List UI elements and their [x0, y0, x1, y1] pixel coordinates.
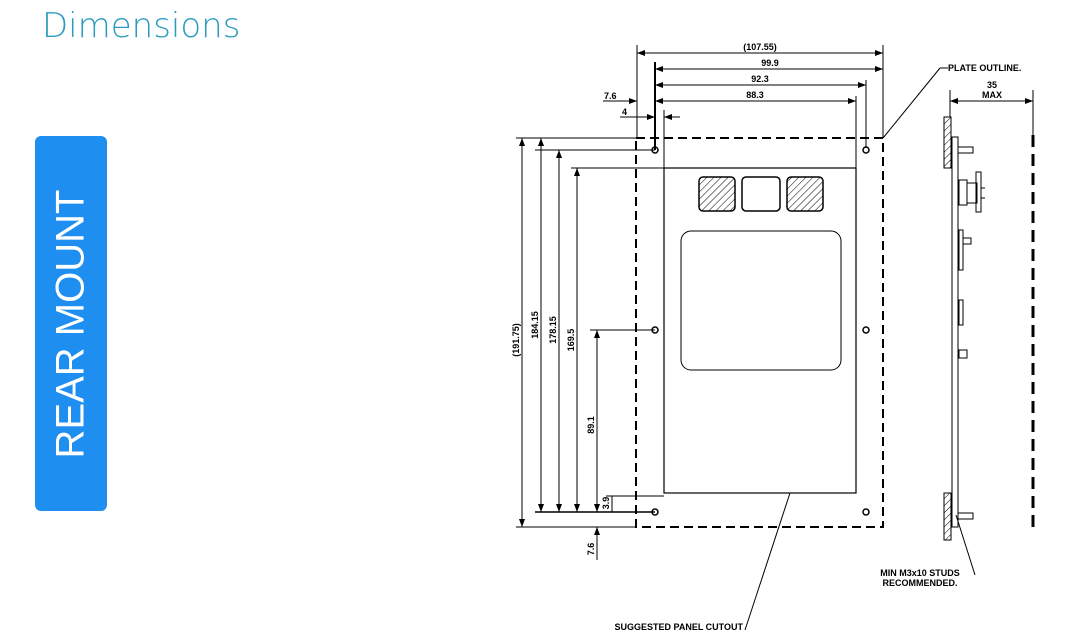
- dim-178-15: 178.15: [548, 316, 558, 344]
- key-left: [698, 176, 736, 212]
- dim-88-3: 88.3: [746, 90, 764, 100]
- side-board: [951, 136, 959, 528]
- dim-7-6-bottom: 7.6: [586, 543, 596, 556]
- note-panel-cutout: SUGGESTED PANEL CUTOUT: [614, 622, 743, 632]
- note-studs-1: MIN M3x10 STUDS: [880, 568, 960, 578]
- side-plate-top: [943, 116, 952, 169]
- dim-3-9: 3.9: [601, 497, 611, 510]
- note-studs-2: RECOMMENDED.: [882, 578, 957, 588]
- side-plate-bottom: [943, 492, 952, 541]
- touchpad: [680, 230, 842, 371]
- mounting-holes: [651, 146, 870, 516]
- dim-169-5: 169.5: [566, 329, 576, 352]
- dim-4: 4: [622, 107, 627, 117]
- dim-184-15: 184.15: [530, 311, 540, 339]
- page-title: Dimensions: [42, 6, 241, 46]
- key-right: [786, 176, 824, 212]
- rear-mount-tab: REAR MOUNT: [35, 136, 107, 511]
- dim-overall-height: (191.75): [511, 323, 521, 357]
- dim-92-3: 92.3: [751, 74, 769, 84]
- panel-cutout: [663, 167, 857, 494]
- dim-89-1: 89.1: [586, 416, 596, 434]
- dim-overall-width: (107.55): [743, 42, 777, 52]
- dim-max: MAX: [982, 90, 1002, 100]
- note-plate-outline: PLATE OUTLINE.: [948, 63, 1021, 73]
- dim-7-6-top: 7.6: [604, 91, 617, 101]
- plate-outline: [635, 137, 884, 528]
- dim-99-9: 99.9: [761, 58, 779, 68]
- dim-35: 35: [987, 80, 997, 90]
- key-middle: [741, 176, 781, 212]
